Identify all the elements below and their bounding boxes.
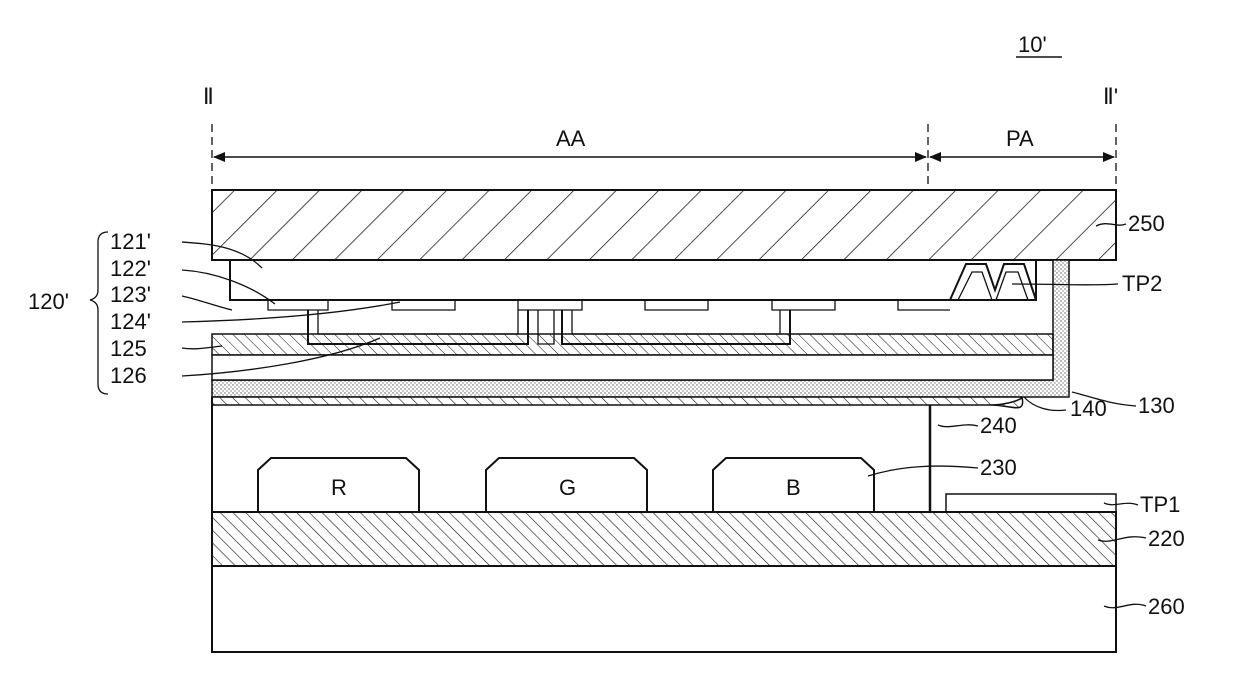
label-230: 230 [980,455,1017,480]
label-122: 122' [110,256,151,281]
layer-220 [212,512,1116,566]
label-220: 220 [1148,526,1185,551]
active-area-label: AA [556,126,586,151]
color-filter-green-label: G [559,475,576,500]
touch-pad-tp2 [950,264,1036,300]
color-filter-blue-label: B [786,475,801,500]
touch-layer-121 [230,260,1036,300]
label-124: 124' [110,309,151,334]
sealing-layer-140-block [212,397,992,405]
group-label-120: 120' [28,289,69,314]
group-brace-120 [90,232,108,394]
base-substrate-260 [212,566,1116,652]
planarization-layer-126 [212,355,1053,380]
upper-substrate-250 [212,190,1116,260]
color-filter-red-label: R [331,475,347,500]
label-260: 260 [1148,594,1185,619]
label-250: 250 [1128,211,1165,236]
label-130: 130 [1138,393,1175,418]
label-123: 123' [110,282,151,307]
label-tp2: TP2 [1122,271,1162,296]
label-121: 121' [110,229,151,254]
section-end-label: Ⅱ' [1103,84,1118,109]
label-240: 240 [980,413,1017,438]
touch-pad-tp1 [946,494,1116,512]
electrode-layer-122 [268,300,950,310]
label-tp1: TP1 [1140,492,1180,517]
label-126: 126 [110,363,147,388]
peripheral-area-label: PA [1006,126,1034,151]
section-start-label: Ⅱ [203,84,214,109]
figure-reference: 10' [1018,32,1047,57]
label-125: 125 [110,336,147,361]
